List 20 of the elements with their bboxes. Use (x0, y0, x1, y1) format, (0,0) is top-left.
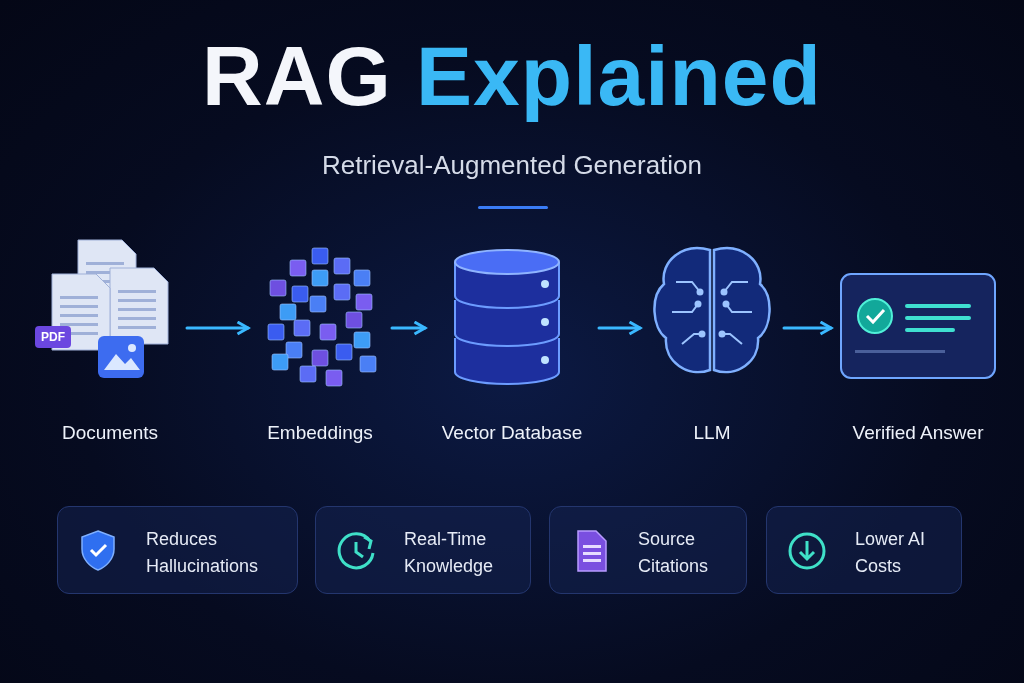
step-label: Vector Database (440, 422, 584, 444)
title: RAG Explained (201, 28, 823, 125)
step-label: Documents (60, 422, 160, 444)
arrow (390, 320, 427, 336)
subtitle: Retrieval-Augmented Generation (320, 150, 704, 181)
feature-text: Real-Time Knowledge (404, 528, 495, 578)
step-label: LLM (692, 422, 732, 444)
arrow (597, 320, 642, 336)
feature-text: Reduces Hallucinations (146, 528, 260, 578)
arrow (185, 320, 250, 336)
feature-card (315, 506, 531, 594)
feature-text: Lower AI Costs (855, 528, 927, 578)
pdf-badge: PDF (35, 326, 71, 348)
feature-card (766, 506, 962, 594)
step-label: Verified Answer (851, 422, 985, 444)
arrow (782, 320, 833, 336)
feature-card (57, 506, 298, 594)
step-label: Embeddings (266, 422, 374, 444)
feature-card (549, 506, 747, 594)
feature-text: Source Citations (638, 528, 710, 578)
